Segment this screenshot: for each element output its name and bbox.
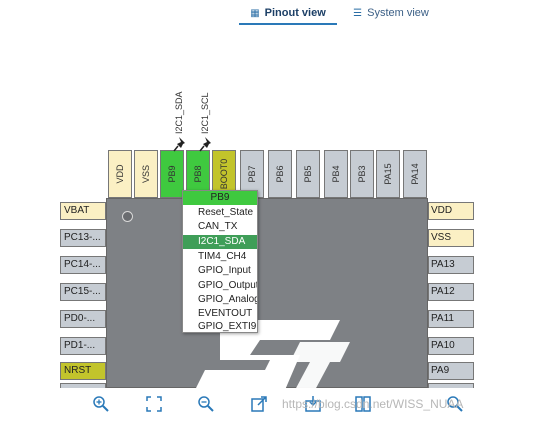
menu-header-pin: PB9 xyxy=(183,191,257,205)
tab-pinout-label: Pinout view xyxy=(264,7,326,19)
menu-item-eventout[interactable]: EVENTOUT xyxy=(198,308,253,319)
pin-right-pa12[interactable]: PA12 xyxy=(428,283,474,301)
pushpin-icon xyxy=(173,137,185,152)
export-icon[interactable] xyxy=(250,395,268,413)
menu-item-gpio-output[interactable]: GPIO_Output xyxy=(198,280,257,291)
pin-top-pb4[interactable]: PB4 xyxy=(324,150,348,198)
pin-top-pa15[interactable]: PA15 xyxy=(376,150,400,198)
menu-item-tim4-ch4[interactable]: TIM4_CH4 xyxy=(198,251,247,262)
search-icon[interactable] xyxy=(446,395,464,413)
zoom-in-icon[interactable] xyxy=(92,395,110,413)
pin-left-pd1[interactable]: PD1-... xyxy=(60,337,106,355)
list-icon: ☰ xyxy=(353,7,363,19)
zoom-out-icon[interactable] xyxy=(197,395,215,413)
pin-top-pb5[interactable]: PB5 xyxy=(296,150,320,198)
pin-top-pa14[interactable]: PA14 xyxy=(403,150,427,198)
pin-left-pc15[interactable]: PC15-... xyxy=(60,283,106,301)
import-icon[interactable] xyxy=(304,395,322,413)
pin-top-vdd[interactable]: VDD xyxy=(108,150,132,198)
chip-icon: ▦ xyxy=(250,7,260,19)
split-icon[interactable] xyxy=(354,395,372,413)
pin-right-vss[interactable]: VSS xyxy=(428,229,474,247)
menu-item-i2c1-sda[interactable]: I2C1_SDA xyxy=(183,235,257,249)
view-tabbar: ▦ Pinout view ☰ System view xyxy=(0,0,536,26)
pin-top-pb6[interactable]: PB6 xyxy=(268,150,292,198)
tab-system-view[interactable]: ☰ System view xyxy=(346,3,436,23)
signal-label-sda: I2C1_SDA xyxy=(174,91,184,134)
pin-right-pa10[interactable]: PA10 xyxy=(428,337,474,355)
st-logo-icon xyxy=(195,320,350,390)
pin-left-vbat[interactable]: VBAT xyxy=(60,202,106,220)
bottom-toolbar xyxy=(0,388,536,421)
pin1-marker xyxy=(122,211,133,222)
pin-right-pa13[interactable]: PA13 xyxy=(428,256,474,274)
pin-function-menu: PB9 Reset_State CAN_TX I2C1_SDA TIM4_CH4… xyxy=(182,190,258,333)
pushpin-icon xyxy=(199,137,211,152)
menu-item-can-tx[interactable]: CAN_TX xyxy=(198,221,238,232)
menu-item-reset-state[interactable]: Reset_State xyxy=(198,207,254,218)
tab-system-label: System view xyxy=(367,7,429,19)
pin-left-pd0[interactable]: PD0-... xyxy=(60,310,106,328)
pin-top-pb3[interactable]: PB3 xyxy=(350,150,374,198)
pin-left-nrst[interactable]: NRST xyxy=(60,362,106,380)
watermark-text: https://blog.csdn.net/WISS_NUAA xyxy=(282,397,464,411)
pin-left-pc14[interactable]: PC14-... xyxy=(60,256,106,274)
signal-label-scl: I2C1_SCL xyxy=(200,92,210,134)
pin-right-pa9[interactable]: PA9 xyxy=(428,362,474,380)
pin-right-pa11[interactable]: PA11 xyxy=(428,310,474,328)
menu-item-gpio-analog[interactable]: GPIO_Analog xyxy=(198,294,257,305)
pin-top-vss[interactable]: VSS xyxy=(134,150,158,198)
pin-right-vdd[interactable]: VDD xyxy=(428,202,474,220)
menu-item-gpio-exti9[interactable]: GPIO_EXTI9 xyxy=(198,321,257,332)
menu-item-gpio-input[interactable]: GPIO_Input xyxy=(198,265,251,276)
tab-pinout-view[interactable]: ▦ Pinout view xyxy=(239,3,337,25)
pin-left-pc13[interactable]: PC13-... xyxy=(60,229,106,247)
fit-icon[interactable] xyxy=(145,395,163,413)
pin-top-pb9[interactable]: PB9 xyxy=(160,150,184,198)
